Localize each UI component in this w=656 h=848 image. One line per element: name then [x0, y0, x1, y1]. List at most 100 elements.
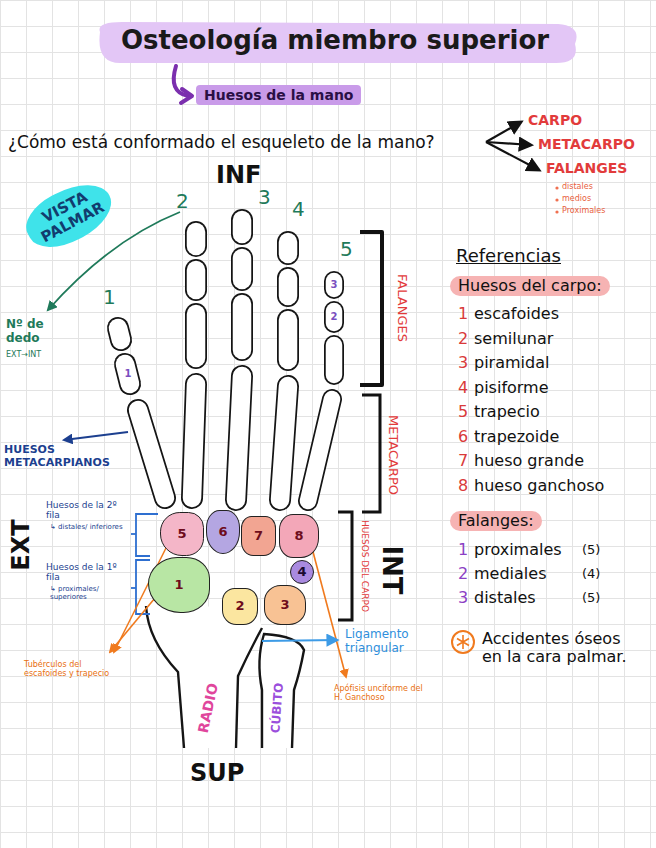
branch-arrow	[486, 142, 539, 170]
phalanx-outline	[231, 304, 253, 350]
note: ↳ proximales/ superiores	[50, 585, 130, 601]
metacarpal	[236, 376, 242, 500]
reference-number: 6	[458, 428, 468, 446]
reference-number: 5	[458, 403, 468, 421]
phalanx-outline	[324, 345, 344, 375]
callout: Apófisis unciforme del H. Ganchoso	[334, 684, 424, 702]
note: Huesos de la 1º fila	[46, 562, 130, 583]
bracket	[338, 512, 352, 620]
phalanx-number: 3	[331, 279, 338, 291]
finger-number: 1	[103, 286, 116, 309]
phalanx-number: 1	[125, 368, 132, 380]
finger-number: 2	[176, 190, 189, 213]
orientation-label: SUP	[190, 760, 244, 788]
phalanx-number: 2	[331, 311, 338, 323]
section-heading: Referencias	[456, 246, 561, 267]
metacarpal-outline	[138, 410, 165, 498]
reference-number: 1	[458, 541, 468, 559]
leader-line	[110, 592, 160, 652]
note: HUESOS METACARPIANOS	[4, 444, 110, 469]
title: Osteología miembro superior	[100, 26, 570, 56]
count: (5)	[582, 543, 600, 558]
bracket-label: FALANGES	[395, 274, 410, 342]
count: (5)	[582, 591, 600, 606]
question: ¿Cómo está conformado el esqueleto de la…	[8, 133, 435, 153]
heading-band: Huesos del carpo:	[450, 276, 610, 296]
bracket-label: HUESOS DEL CARPO	[360, 520, 370, 612]
reference-name: mediales	[474, 565, 546, 583]
phalanx	[326, 311, 343, 323]
finger-number: 5	[340, 238, 353, 261]
phalanx	[187, 270, 206, 290]
leader-line	[312, 548, 346, 677]
metacarpal-outline	[192, 384, 196, 498]
answer-item: CARPO	[528, 112, 582, 128]
carpal-bone: 1	[148, 557, 210, 613]
note: Nº de dedo	[6, 318, 58, 346]
branch-arrow	[486, 122, 521, 142]
phalanx-outline	[324, 311, 344, 323]
bracket	[360, 232, 382, 385]
phalanx-outline	[277, 278, 299, 296]
node-text: 8	[294, 529, 303, 544]
phalanx-outline	[185, 270, 207, 290]
reference-number: 2	[458, 330, 468, 348]
reference-name: proximales	[474, 541, 562, 559]
finger-number: 3	[258, 186, 271, 209]
orientation-label: EXT	[8, 519, 36, 570]
reference-name: hueso ganchoso	[474, 477, 604, 495]
carpal-bone: 3	[264, 585, 306, 625]
phalanx	[187, 314, 206, 358]
note-mark	[452, 631, 474, 653]
reference-name: trapecio	[474, 403, 540, 421]
metacarpal	[192, 384, 196, 498]
phalanx	[279, 242, 298, 254]
sub-item: medios	[562, 194, 591, 203]
leader-line	[64, 432, 128, 440]
reference-name: hueso grande	[474, 452, 584, 470]
note: EXT→INT	[6, 350, 41, 359]
carpal-bone: 6	[206, 510, 240, 554]
node-text: VISTA PALMAR	[25, 181, 114, 250]
reference-name: semilunar	[474, 330, 553, 348]
node-text: 7	[254, 529, 263, 544]
finger-number: 4	[292, 198, 305, 221]
metacarpal-outline	[280, 386, 288, 500]
metacarpal	[308, 399, 332, 501]
count: (4)	[582, 567, 600, 582]
heading-band: Falanges:	[450, 511, 542, 531]
carpal-bone: 7	[241, 516, 276, 556]
phalanx	[326, 345, 343, 375]
ulna-fill	[259, 634, 304, 748]
carpal-bone: 5	[160, 512, 204, 556]
reference-number: 3	[458, 589, 468, 607]
title-highlight	[99, 22, 576, 63]
bullet-dot	[555, 198, 558, 201]
reference-name: escafoides	[474, 305, 559, 323]
callout: Ligamento triangular	[345, 628, 429, 656]
node-text: 3	[280, 598, 289, 613]
sub-item: distales	[562, 182, 593, 191]
carpal-bone: 2	[222, 588, 258, 625]
node-text: Huesos del carpo:	[458, 277, 602, 295]
node-text: 5	[177, 527, 186, 542]
answer-item: METACARPO	[538, 136, 635, 152]
note: Accidentes óseos en la cara palmar.	[482, 630, 644, 667]
phalanx-outline	[231, 220, 253, 234]
phalanx	[233, 304, 252, 350]
carpal-bone: 4	[290, 560, 314, 584]
sub-item: Proximales	[562, 206, 605, 215]
bracket	[362, 395, 380, 512]
orientation-label: INT	[376, 545, 406, 594]
bullet-dot	[555, 210, 558, 213]
row-bracket	[131, 533, 136, 535]
phalanx-outline	[231, 258, 253, 280]
bone-name: CÚBITO	[269, 682, 286, 733]
reference-number: 7	[458, 452, 468, 470]
leader-line	[262, 640, 337, 641]
phalanx	[279, 320, 298, 360]
view-badge: VISTA PALMAR	[17, 172, 120, 259]
metacarpal-outline	[308, 399, 332, 501]
orientation-label: INF	[216, 162, 261, 190]
